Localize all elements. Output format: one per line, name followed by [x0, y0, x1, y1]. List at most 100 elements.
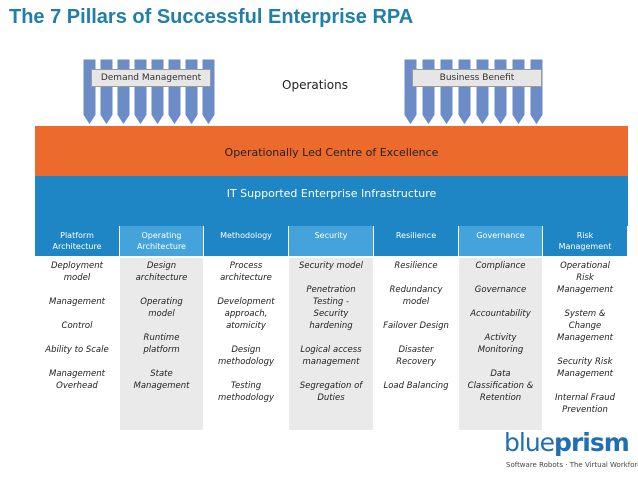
column-item-line: Penetration [306, 285, 356, 295]
column-item-line: Development [217, 297, 275, 307]
column-item-line [35, 356, 119, 368]
column-item-line: Load Balancing [383, 381, 449, 391]
column-item-line: architecture [135, 273, 188, 283]
column-header-line: Security [314, 231, 348, 240]
column-item-line: model [402, 297, 430, 307]
column-item-line: Governance [474, 285, 527, 295]
column-item-line: Recovery [396, 357, 436, 367]
column-item-line: model [148, 309, 175, 319]
column-item-line [204, 332, 288, 344]
column-item-line [120, 284, 203, 296]
column-item-line: Security model [298, 261, 364, 271]
column-item-line: Runtime [143, 333, 180, 343]
column-item-line [35, 308, 119, 320]
column-item-line: methodology [217, 393, 274, 403]
column-item-line: Logical access [300, 345, 362, 355]
column-item-line [374, 332, 458, 344]
column-item-line: Classification & [467, 381, 534, 391]
column-item-line [459, 272, 542, 284]
column-item-line: platform [143, 345, 180, 355]
blueprism-logo: blueprism Software Robots · The Virtual … [504, 428, 638, 476]
column-item-line: Activity [484, 333, 517, 343]
column-item-line: Management [557, 369, 613, 379]
column-item-line [459, 320, 542, 332]
column-item-line [289, 368, 373, 380]
column-item-line: Disaster [398, 345, 434, 355]
business-benefit-label: Business Benefit [412, 69, 542, 87]
column-item-line [204, 368, 288, 380]
column-header: Resilience [374, 226, 458, 256]
column-item-line: Internal Fraud [555, 393, 615, 403]
column-item-line: Design [146, 261, 177, 271]
column-item-line: Overhead [56, 381, 98, 391]
column-item-line: Security Risk [557, 357, 613, 367]
column-item-line [289, 272, 373, 284]
column-item-line: approach, [224, 309, 268, 319]
column-header-line: Platform [60, 231, 94, 240]
centre-of-excellence-band: Operationally Led Centre of Excellence [35, 126, 628, 176]
column-header: Methodology [204, 226, 288, 256]
operations-label: Operations [282, 78, 348, 92]
column-item-line [35, 284, 119, 296]
column-item-line: Management [49, 369, 105, 379]
column-item-line: Management [133, 381, 190, 391]
column-item-line: hardening [309, 321, 353, 331]
right-pillars: Business Benefit [400, 57, 550, 127]
column-header-line: Methodology [220, 231, 272, 240]
column-item-line: Operating [140, 297, 183, 307]
column-item-line [120, 320, 203, 332]
column-item-line: Compliance [475, 261, 526, 271]
column-item-line: Failover Design [383, 321, 449, 331]
column-item-line: Security [313, 309, 349, 319]
column-item-line: Design [231, 345, 261, 355]
column-item-line [374, 308, 458, 320]
logo-wordmark: blueprism [504, 428, 630, 457]
page-title: The 7 Pillars of Successful Enterprise R… [9, 6, 414, 28]
column-item-line: System & [564, 309, 606, 319]
column-header-line: Governance [476, 231, 525, 240]
column-item-line: Accountability [470, 309, 531, 319]
column-header-line: Management [558, 242, 612, 251]
column-item-line: atomicity [226, 321, 266, 331]
column-item-line: Deployment [51, 261, 103, 271]
column-item-line: Resilience [394, 261, 438, 271]
column-item-line: Management [557, 333, 613, 343]
column-item-line: Risk [576, 273, 594, 283]
column-item-line: Testing - [312, 297, 350, 307]
column-item-line [459, 296, 542, 308]
column-item-line: Control [61, 321, 93, 331]
column-item-line: Testing [230, 381, 262, 391]
left-pillars-graphic [82, 58, 216, 126]
column-item-line: Monitoring [477, 345, 524, 355]
right-pillars-graphic [403, 58, 544, 126]
column-item-line [459, 356, 542, 368]
column-header-line: Risk [576, 231, 594, 240]
column-item-line [120, 356, 203, 368]
column-item-line [543, 344, 627, 356]
column-item-line: Management [557, 285, 613, 295]
column-item-line: model [63, 273, 91, 283]
column-item-line [289, 332, 373, 344]
column-item-line [543, 380, 627, 392]
column-item-line: Operational [560, 261, 610, 271]
column-item-line: Process [229, 261, 263, 271]
it-infrastructure-band: IT Supported Enterprise Infrastructure [35, 176, 628, 226]
column-item-line: Prevention [562, 405, 608, 415]
column-item-line [204, 284, 288, 296]
column-header-line: Operating [141, 231, 182, 240]
column-item-line: Duties [317, 393, 345, 403]
column-item-line: Redundancy [389, 285, 443, 295]
column-item-line: architecture [220, 273, 272, 283]
column-item-line: Data [490, 369, 511, 379]
column-item-line: methodology [217, 357, 274, 367]
demand-management-label: Demand Management [91, 69, 211, 87]
